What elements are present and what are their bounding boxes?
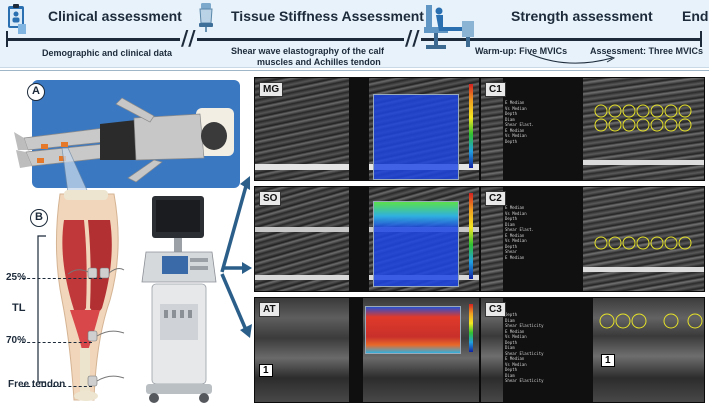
clipboard-icon xyxy=(8,4,26,34)
mg-elastography-image: MG xyxy=(254,77,480,181)
at-marker-number: 1 xyxy=(259,364,273,377)
c1-deep-fascia xyxy=(583,160,704,165)
panel-a-label: A xyxy=(27,83,45,101)
timeline-start-tick xyxy=(6,31,8,47)
stage3-title: Strength assessment xyxy=(511,8,653,24)
mark-tl-label: TL xyxy=(12,302,26,314)
tendon-length-bracket xyxy=(37,235,46,383)
so-elastography-image: SO xyxy=(254,186,480,292)
so-center-divider xyxy=(349,187,369,291)
c1-image: E Median Vs Median Depth Diam Shear Elas… xyxy=(480,77,705,181)
panel-b-label: B xyxy=(30,209,48,227)
mg-center-divider xyxy=(349,78,369,180)
study-timeline: // // Clinical assessment Demographic an… xyxy=(0,0,709,68)
ultrasound-probe-icon xyxy=(199,3,213,32)
ultrasound-machine-icon xyxy=(141,196,217,403)
mg-swe-roi xyxy=(373,94,459,180)
c3-roi-circles xyxy=(599,313,703,329)
timeline-break-1: // xyxy=(180,26,197,50)
c1-readout-column xyxy=(503,78,583,180)
c3-readout-column xyxy=(503,298,593,402)
at-tag: AT xyxy=(259,302,280,317)
stage3-warmup: Warm-up: Five MVICs xyxy=(475,46,568,56)
so-swe-roi xyxy=(373,201,459,287)
c3-tag: C3 xyxy=(485,302,506,317)
line-70 xyxy=(22,342,92,343)
timeline-break-2: // xyxy=(404,26,421,50)
stage1-subtitle: Demographic and clinical data xyxy=(42,48,173,58)
c2-tag: C2 xyxy=(485,191,506,206)
mark-70-label: 70% xyxy=(6,335,27,346)
c2-readout: E Median Vs Median Depth Diam Shear Elas… xyxy=(505,205,534,260)
probe-free-tendon-icon xyxy=(87,375,125,387)
c3-marker-number: 1 xyxy=(601,354,615,367)
stage2-title: Tissue Stiffness Assessment xyxy=(231,8,424,24)
line-25 xyxy=(22,278,102,279)
mg-tag: MG xyxy=(259,82,284,97)
mark-free-label: Free tendon xyxy=(8,379,66,390)
at-center-divider xyxy=(349,298,363,402)
left-illustration: A B 25% TL xyxy=(0,72,252,408)
c2-readout-column xyxy=(503,187,583,291)
at-color-scale xyxy=(469,304,473,352)
timeline-axis xyxy=(6,38,702,41)
calf-anatomy-figure xyxy=(55,190,119,401)
at-swe-roi xyxy=(365,306,461,354)
c2-roi-circles xyxy=(594,236,692,250)
lower-frame xyxy=(0,70,709,408)
stage2-subtitle-line2: muscles and Achilles tendon xyxy=(257,57,381,67)
stage3-assessment: Assessment: Three MVICs xyxy=(590,46,704,56)
c1-roi-circles xyxy=(594,104,692,132)
arrows-to-images xyxy=(220,176,252,338)
line-free xyxy=(22,386,92,387)
c1-tag: C1 xyxy=(485,82,506,97)
dynamometer-icon xyxy=(424,5,474,49)
c3-readout: Depth Diam Shear Elasticity E Median Vs … xyxy=(505,312,544,383)
so-color-scale xyxy=(469,193,473,279)
c2-deep-fascia xyxy=(583,267,704,272)
probe-25-icon xyxy=(67,267,125,279)
probe-70-icon xyxy=(87,330,125,342)
curved-arrow-icon xyxy=(529,53,616,64)
so-tag: SO xyxy=(259,191,282,206)
end-label: End xyxy=(682,8,709,24)
prone-subject-figure xyxy=(14,97,234,183)
at-elastography-image: AT 1 xyxy=(254,297,480,403)
mark-25-label: 25% xyxy=(6,272,27,283)
stage1-title: Clinical assessment xyxy=(48,8,182,24)
timeline-end-tick xyxy=(700,31,702,47)
c3-image: Depth Diam Shear Elasticity E Median Vs … xyxy=(480,297,705,403)
mg-color-scale xyxy=(469,84,473,168)
c1-readout: E Median Vs Median Depth Diam Shear Elas… xyxy=(505,100,534,144)
stage2-subtitle-line1: Shear wave elastography of the calf xyxy=(231,46,385,56)
c2-image: E Median Vs Median Depth Diam Shear Elas… xyxy=(480,186,705,292)
